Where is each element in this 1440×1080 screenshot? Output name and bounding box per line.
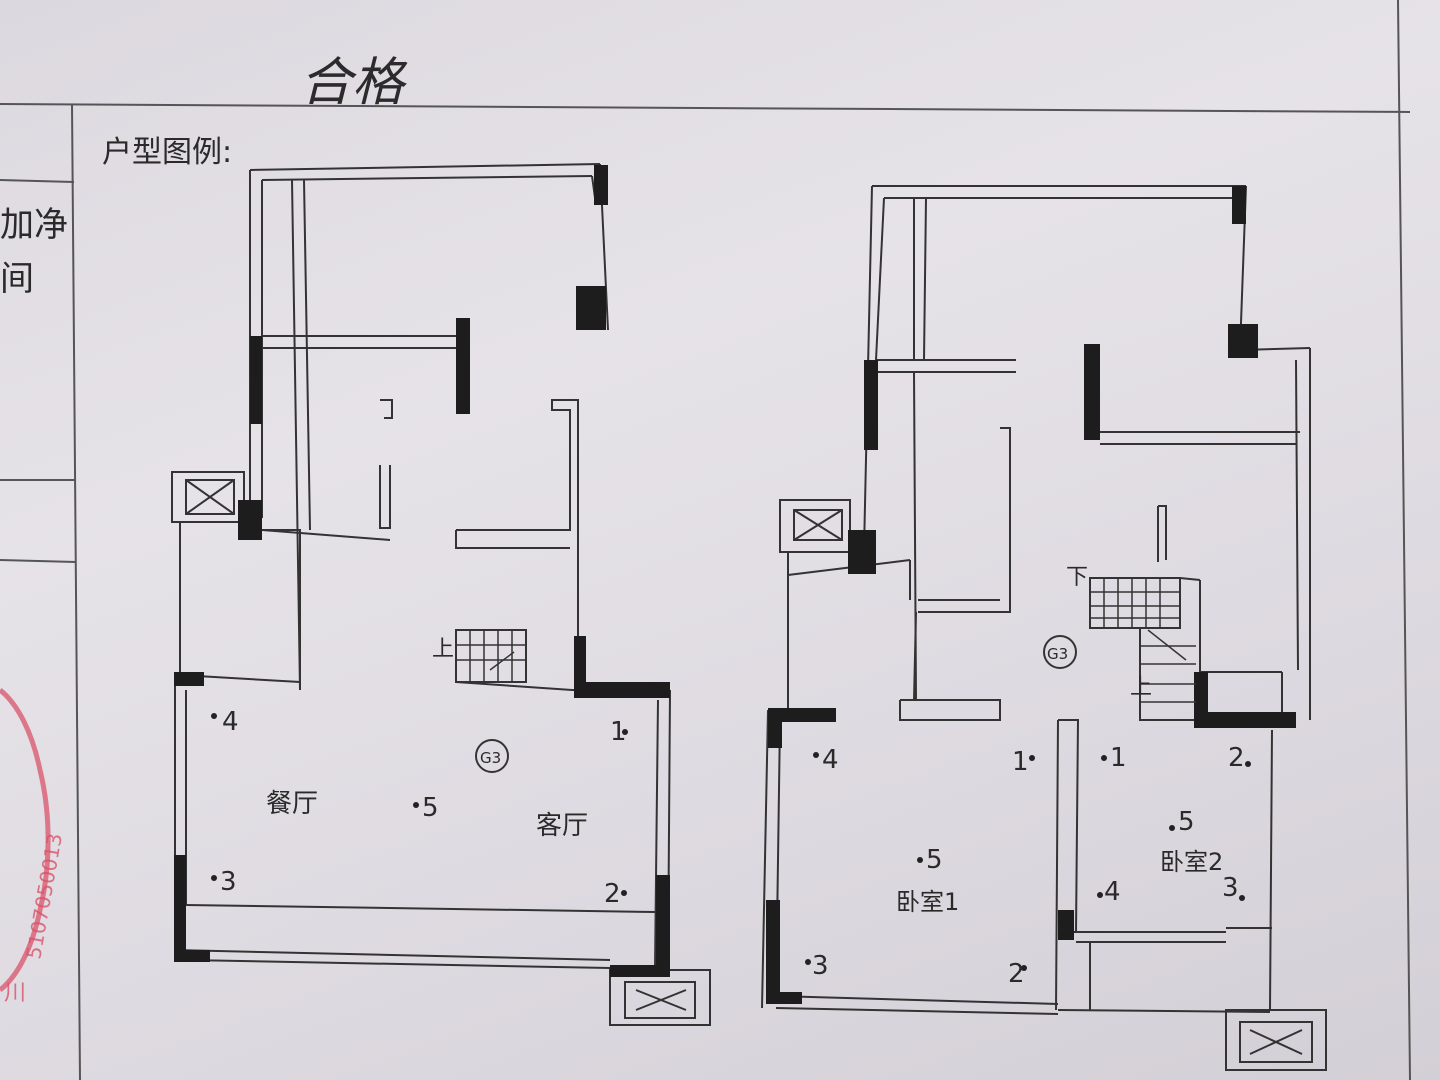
left-room-living: 客厅: [536, 811, 588, 841]
left-point-2-dot: [621, 890, 627, 896]
room2-point-5: 5: [1178, 807, 1195, 837]
right-plan-walls: [761, 185, 1327, 1071]
left-plan-walls: [171, 163, 711, 1026]
room1-point-1-dot: [1029, 755, 1035, 761]
right-room-bedroom2: 卧室2: [1160, 848, 1223, 876]
room2-point-4-dot: [1097, 892, 1103, 898]
room2-point-2-dot: [1245, 761, 1251, 767]
right-down-label: 下: [1066, 565, 1088, 590]
left-point-1: 1: [610, 717, 627, 747]
left-room-dining: 餐厅: [266, 789, 318, 819]
left-plan-stairs: [456, 630, 526, 682]
room1-point-3-dot: [805, 959, 811, 965]
room2-point-3-dot: [1239, 895, 1245, 901]
room1-point-4: 4: [822, 745, 839, 775]
room1-point-4-dot: [813, 752, 819, 758]
form-grid: [0, 0, 1411, 1080]
left-point-5-dot: [413, 802, 419, 808]
room1-point-2-dot: [1021, 965, 1027, 971]
left-plan-duct: [185, 479, 687, 1011]
legend-title: 户型图例:: [102, 135, 232, 170]
right-plan-stairs: [1090, 578, 1196, 703]
right-plan-columns: [766, 186, 1296, 1004]
right-points-room2: 1 2 3 4 5: [1097, 743, 1251, 907]
handwritten-note: 合格: [300, 53, 408, 113]
right-g3-text: G3: [1047, 645, 1068, 663]
left-g3-text: G3: [480, 749, 501, 767]
room2-point-1: 1: [1110, 743, 1127, 773]
left-point-1-dot: [622, 729, 628, 735]
stamp-tail: 川: [4, 981, 26, 1006]
left-point-5: 5: [422, 793, 439, 823]
room1-point-5: 5: [926, 845, 943, 875]
room2-point-5-dot: [1169, 825, 1175, 831]
right-g3-marker: [1043, 635, 1077, 669]
right-room-bedroom1: 卧室1: [896, 888, 959, 916]
left-plan-columns: [174, 165, 670, 977]
left-up-label: 上: [432, 637, 454, 662]
room1-point-1: 1: [1012, 747, 1029, 777]
left-point-3-dot: [211, 875, 217, 881]
room2-point-1-dot: [1101, 755, 1107, 761]
red-stamp: 5107050013 川: [0, 688, 67, 1006]
right-plan-duct: [793, 509, 1303, 1055]
room1-point-5-dot: [917, 857, 923, 863]
side-text-2: 间: [0, 259, 34, 299]
stamp-code: 5107050013: [21, 831, 67, 960]
room2-point-2: 2: [1228, 743, 1245, 773]
side-text-1: 加净: [0, 205, 68, 245]
room1-point-2: 2: [1008, 959, 1025, 989]
right-up-label: 上: [1130, 675, 1152, 700]
room2-point-4: 4: [1104, 877, 1121, 907]
left-point-4: 4: [222, 707, 239, 737]
left-point-4-dot: [211, 713, 217, 719]
left-g3-marker: [475, 739, 509, 773]
right-points-room1: 1 2 3 4 5: [805, 745, 1035, 989]
room1-point-3: 3: [812, 951, 829, 981]
left-point-2: 2: [604, 879, 621, 909]
left-point-3: 3: [220, 867, 237, 897]
left-points: 1 2 3 4 5: [211, 707, 628, 909]
room2-point-3: 3: [1222, 873, 1239, 903]
